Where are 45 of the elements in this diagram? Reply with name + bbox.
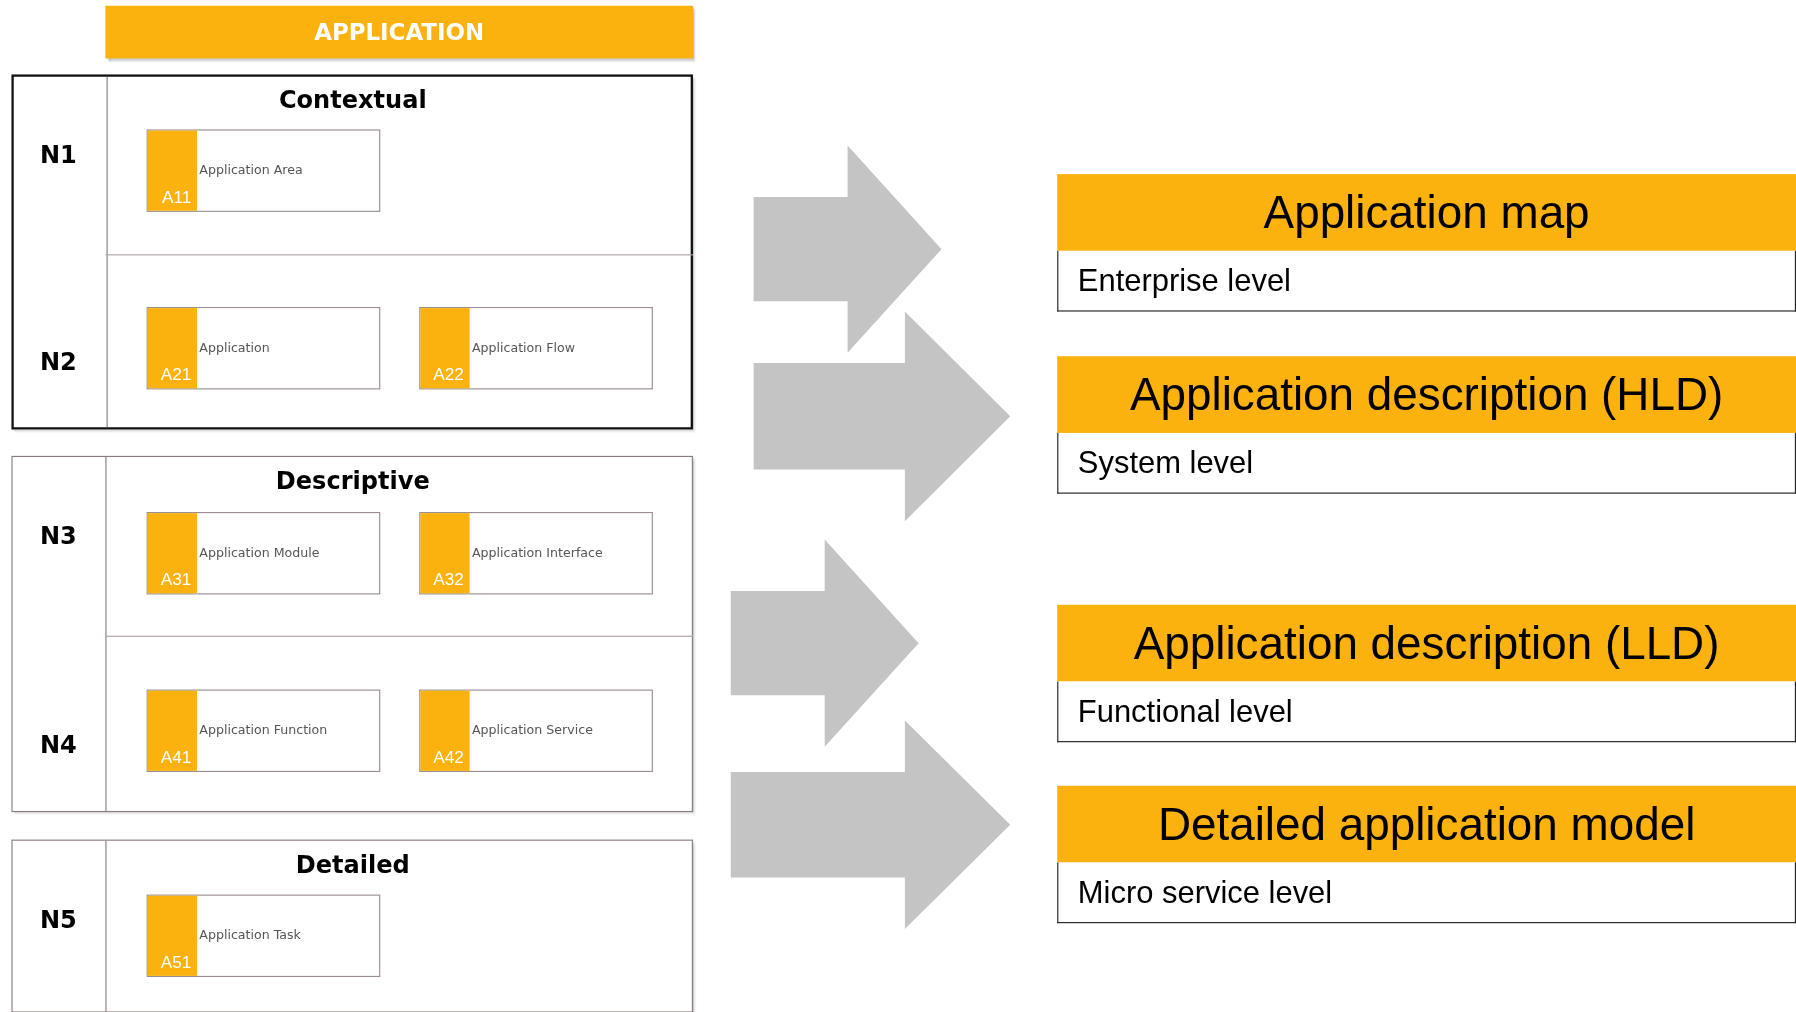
level-caption: Functional level — [1057, 681, 1796, 743]
level-label: N4 — [39, 730, 78, 759]
card-label: Application Flow — [471, 340, 576, 356]
element-card — [419, 512, 653, 595]
code-tag: A51 — [147, 895, 197, 976]
section-heading: Descriptive — [275, 467, 430, 495]
element-card — [146, 894, 381, 978]
code-tag: A31 — [147, 513, 197, 594]
code-tag: A11 — [147, 130, 197, 211]
card-label: Application Area — [199, 162, 303, 178]
level-label: N5 — [39, 906, 78, 934]
element-card — [419, 689, 653, 772]
element-card — [146, 129, 381, 212]
section-heading: Detailed — [295, 851, 410, 879]
card-label: Application Service — [471, 722, 593, 738]
code-tag: A22 — [420, 308, 470, 389]
info-card — [1057, 604, 1796, 743]
card-label: Application Interface — [471, 545, 603, 561]
title-band: Application map — [1057, 174, 1796, 251]
card-label: Application Task — [199, 927, 301, 943]
card-label: Application Function — [199, 722, 328, 738]
code-tag: A32 — [420, 513, 470, 594]
element-card — [146, 512, 381, 595]
card-label: Application — [199, 340, 270, 356]
title-band: Application description (LLD) — [1057, 604, 1796, 682]
code-tag: A21 — [147, 308, 197, 389]
level-caption: Enterprise level — [1057, 250, 1796, 312]
element-card — [146, 689, 381, 772]
title-band: Detailed application model — [1057, 785, 1796, 863]
code-tag: A42 — [420, 690, 470, 771]
level-caption: System level — [1057, 432, 1796, 494]
level-caption: Micro service level — [1057, 862, 1796, 924]
title-band: Application description (HLD) — [1057, 356, 1796, 433]
element-card — [419, 306, 653, 390]
level-label: N2 — [39, 348, 78, 376]
code-tag: A41 — [147, 690, 197, 771]
card-label: Application Module — [199, 545, 320, 561]
element-card — [146, 306, 381, 390]
section-heading: Contextual — [278, 85, 427, 114]
info-card — [1057, 785, 1796, 924]
info-card — [1057, 174, 1796, 312]
info-card — [1057, 356, 1796, 494]
header-bar: APPLICATION — [105, 5, 693, 59]
level-label: N3 — [39, 522, 78, 550]
level-label: N1 — [39, 140, 78, 169]
